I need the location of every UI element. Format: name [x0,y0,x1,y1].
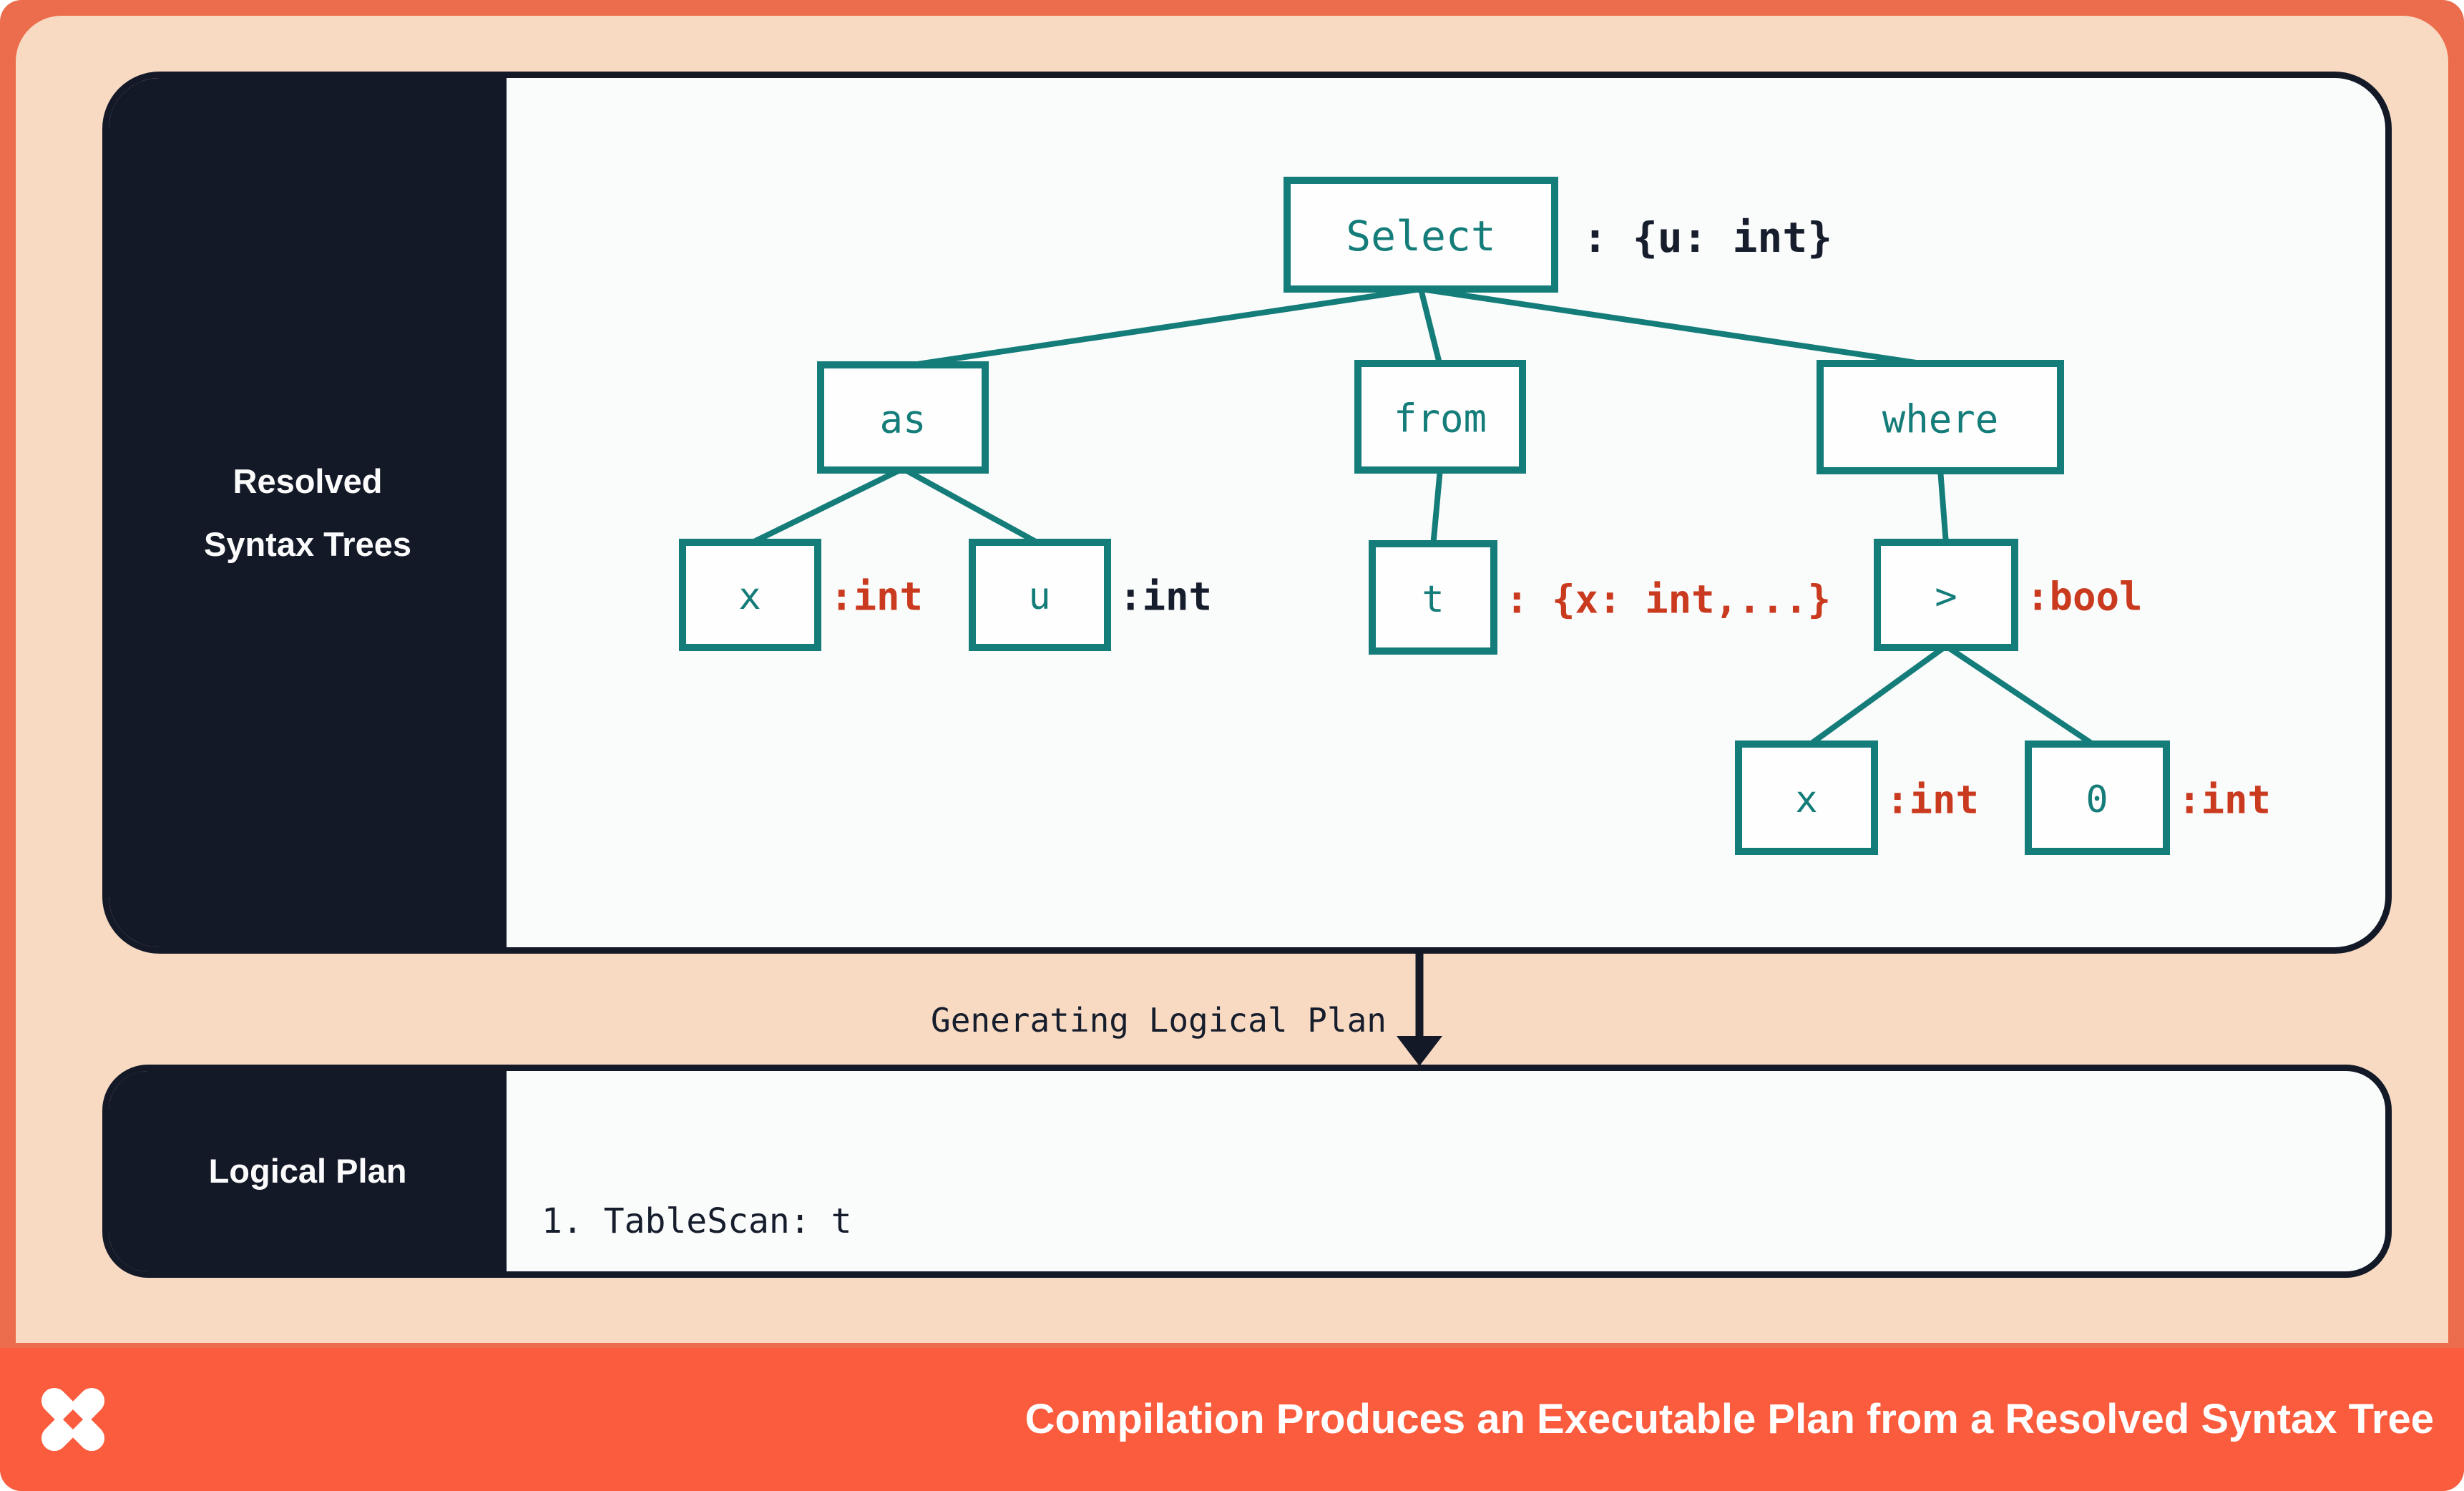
syntax-tree-area [507,78,2385,947]
resolved-syntax-trees-sidebar: Resolved Syntax Trees [109,78,507,947]
dolt-logo-icon [41,1387,105,1452]
resolved-syntax-trees-panel: Resolved Syntax Trees [102,72,2392,954]
footer-title: Compilation Produces an Executable Plan … [1025,1396,2434,1442]
sidebar-label-line1: Resolved [233,461,383,500]
logical-plan-steps: 1. TableScan: t 2. Filter: t.x > 0 3. Pr… [507,1071,2385,1271]
footer-bar: Compilation Produces an Executable Plan … [0,1348,2464,1491]
plan-step: 1. TableScan: t [542,1201,852,1241]
logical-plan-panel: Logical Plan 1. TableScan: t 2. Filter: … [102,1065,2392,1278]
sidebar-label: Logical Plan [208,1152,407,1190]
sidebar-label-line2: Syntax Trees [203,524,411,563]
logical-plan-sidebar: Logical Plan [109,1071,507,1271]
